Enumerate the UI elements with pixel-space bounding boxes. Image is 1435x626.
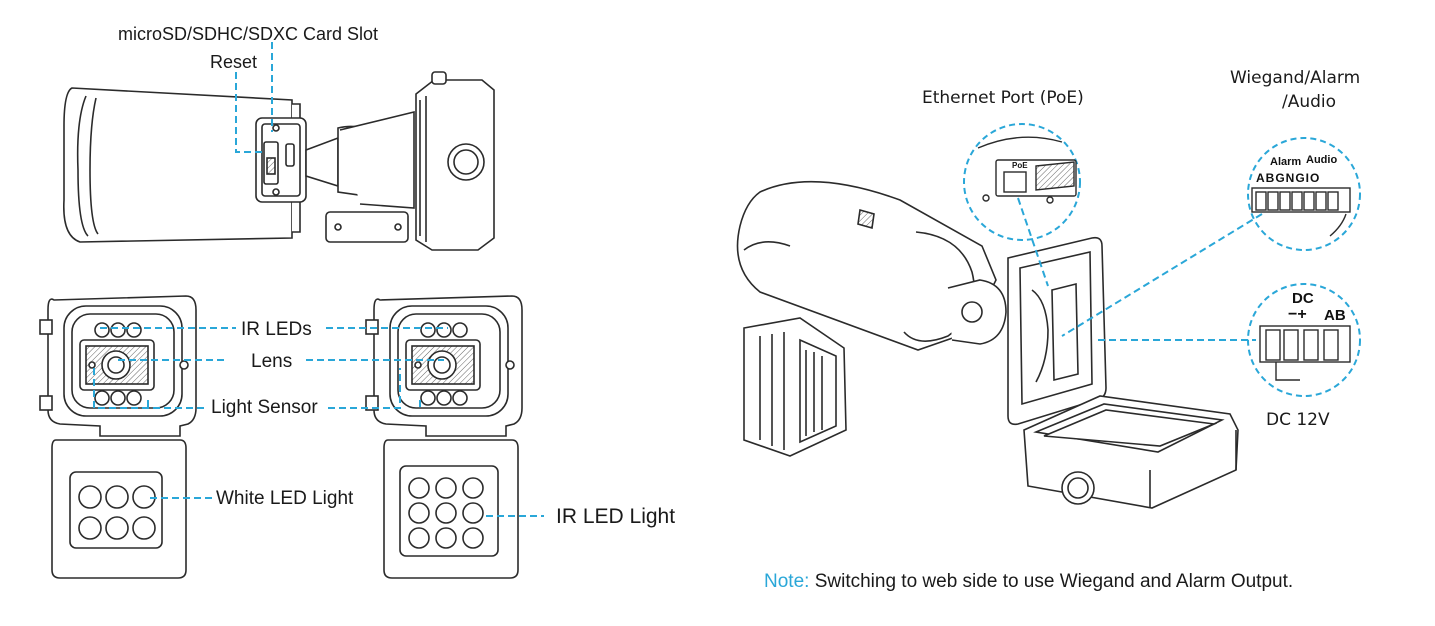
note-body: Switching to web side to use Wiegand and… <box>809 571 1294 592</box>
leader-wiegand <box>1061 213 1263 337</box>
inset-ab-text: AB <box>1324 307 1346 324</box>
ethernet-port-label: Ethernet Port (PoE) <box>922 88 1084 108</box>
ir-led-light-label: IR LED Light <box>556 505 676 528</box>
inset-polarity-text: −+ <box>1288 306 1307 323</box>
wiegand-label-line1: Wiegand/Alarm <box>1230 68 1361 88</box>
inset-dc-text: DC <box>1292 290 1314 307</box>
card-slot-label: microSD/SDHC/SDXC Card Slot <box>118 24 379 44</box>
lens-label: Lens <box>251 351 293 372</box>
wiegand-alarm-audio-inset <box>1247 137 1361 251</box>
leader-lines <box>93 42 1263 517</box>
white-led-light-label: White LED Light <box>216 488 354 509</box>
inset-alarm-text: Alarm <box>1270 156 1302 168</box>
wiegand-label-line2: /Audio <box>1282 92 1337 112</box>
dc-12v-label: DC 12V <box>1266 410 1330 430</box>
front-view-white-led <box>39 295 197 579</box>
leader-ethernet <box>1017 197 1049 287</box>
note-text: Note: Switching to web side to use Wiega… <box>764 571 1293 593</box>
dc-power-inset <box>1247 283 1361 397</box>
ethernet-port-inset <box>963 123 1081 241</box>
light-sensor-label: Light Sensor <box>211 397 318 418</box>
ir-leds-label: IR LEDs <box>241 319 312 340</box>
leader-reset <box>235 72 266 153</box>
open-junction-box-camera <box>736 180 1239 509</box>
note-keyword: Note: <box>764 571 810 592</box>
front-view-ir-led <box>365 295 523 579</box>
inset-audio-text: Audio <box>1306 154 1338 166</box>
inset-poe-text: PoE <box>1012 161 1028 170</box>
inset-pins-text: ABGNGIO <box>1256 171 1321 185</box>
leader-light-sensor <box>93 368 421 409</box>
side-view-camera <box>63 71 495 251</box>
reset-label: Reset <box>210 52 258 72</box>
